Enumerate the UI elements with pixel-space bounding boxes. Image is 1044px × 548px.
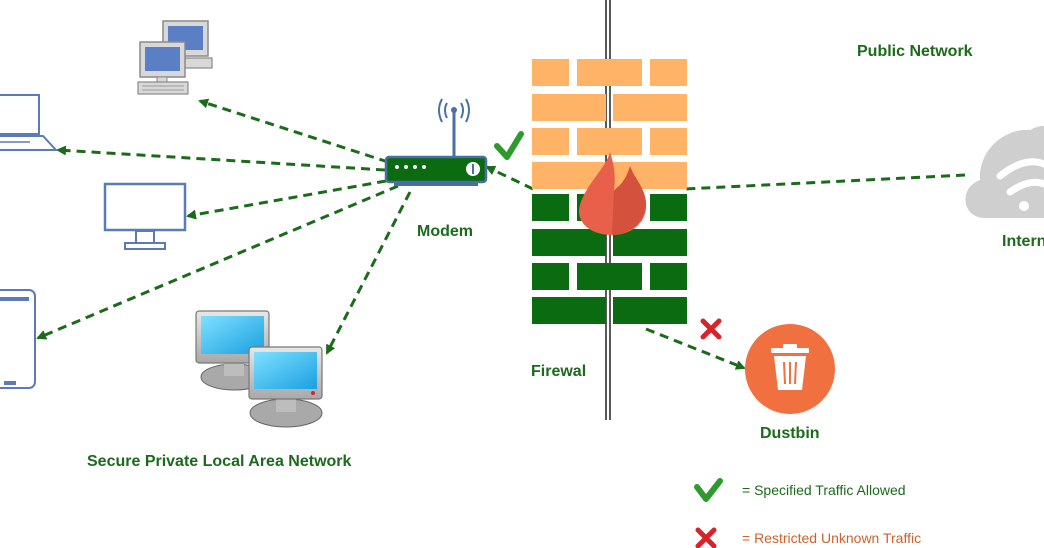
fire-icon	[579, 152, 647, 235]
connector-internet-firewall	[684, 173, 966, 191]
connector-modem-workstations	[325, 191, 412, 355]
firewall-label: Firewal	[531, 363, 587, 380]
connector-firewall-modem	[485, 165, 534, 191]
monitor-icon	[103, 182, 187, 250]
firewall-brick-wall-icon	[532, 59, 687, 324]
cloud-wifi-icon	[965, 125, 1044, 218]
connector-modem-tablet	[36, 184, 399, 340]
cross-icon	[700, 318, 722, 340]
public-network-label: Public Network	[857, 43, 973, 60]
workstation-computers-icon	[195, 310, 323, 428]
connector-modem-desktop-top	[198, 98, 389, 164]
legend-cross-icon	[695, 527, 717, 548]
legend-allowed-text: = Specified Traffic Allowed	[742, 482, 906, 498]
tablet-icon	[0, 289, 36, 389]
dustbin-label: Dustbin	[760, 425, 820, 442]
desktop-computer-icon	[137, 20, 213, 95]
connector-modem-laptop	[56, 145, 386, 172]
router-icon	[384, 98, 488, 186]
legend-check-icon	[694, 478, 723, 502]
internet-label: Intern	[1002, 233, 1044, 250]
connectors	[36, 98, 966, 370]
trash-icon	[745, 324, 835, 414]
connector-firewall-dustbin	[645, 327, 746, 370]
laptop-icon	[0, 94, 59, 151]
modem-label: Modem	[417, 223, 473, 240]
lan-label: Secure Private Local Area Network	[87, 453, 352, 470]
legend-restricted-text: = Restricted Unknown Traffic	[742, 530, 922, 546]
connector-modem-monitor	[186, 179, 387, 220]
checkmark-icon	[494, 131, 524, 160]
